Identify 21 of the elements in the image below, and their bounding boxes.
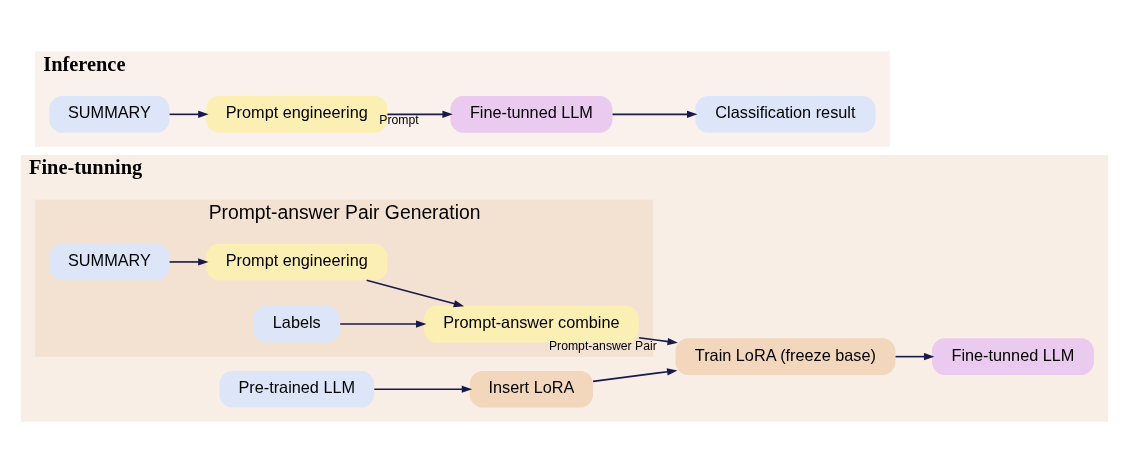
arrow (592, 367, 678, 382)
node-box: SUMMARY (49, 243, 170, 280)
node-box: Fine-tunned LLM (932, 337, 1094, 375)
node-box: Pre-trained LLM (219, 370, 375, 408)
arrow (894, 352, 935, 360)
arrow (339, 319, 427, 328)
node-box: Insert LoRA (469, 370, 593, 408)
arrow (638, 336, 678, 345)
node-box: Classification result (695, 95, 876, 133)
arrow (168, 110, 209, 118)
node-box: SUMMARY (49, 95, 170, 133)
arrow (386, 110, 453, 118)
node-box: Prompt-answer combine (424, 305, 639, 342)
arrow (168, 257, 209, 266)
arrow (373, 385, 473, 393)
node-box: Train LoRA (freeze base) (675, 337, 896, 375)
node-box: Prompt engineering (206, 243, 388, 280)
node-box: Fine-tunned LLM (450, 95, 613, 133)
arrow (611, 110, 698, 118)
node-box: Labels (253, 305, 340, 342)
arrow (365, 279, 465, 307)
